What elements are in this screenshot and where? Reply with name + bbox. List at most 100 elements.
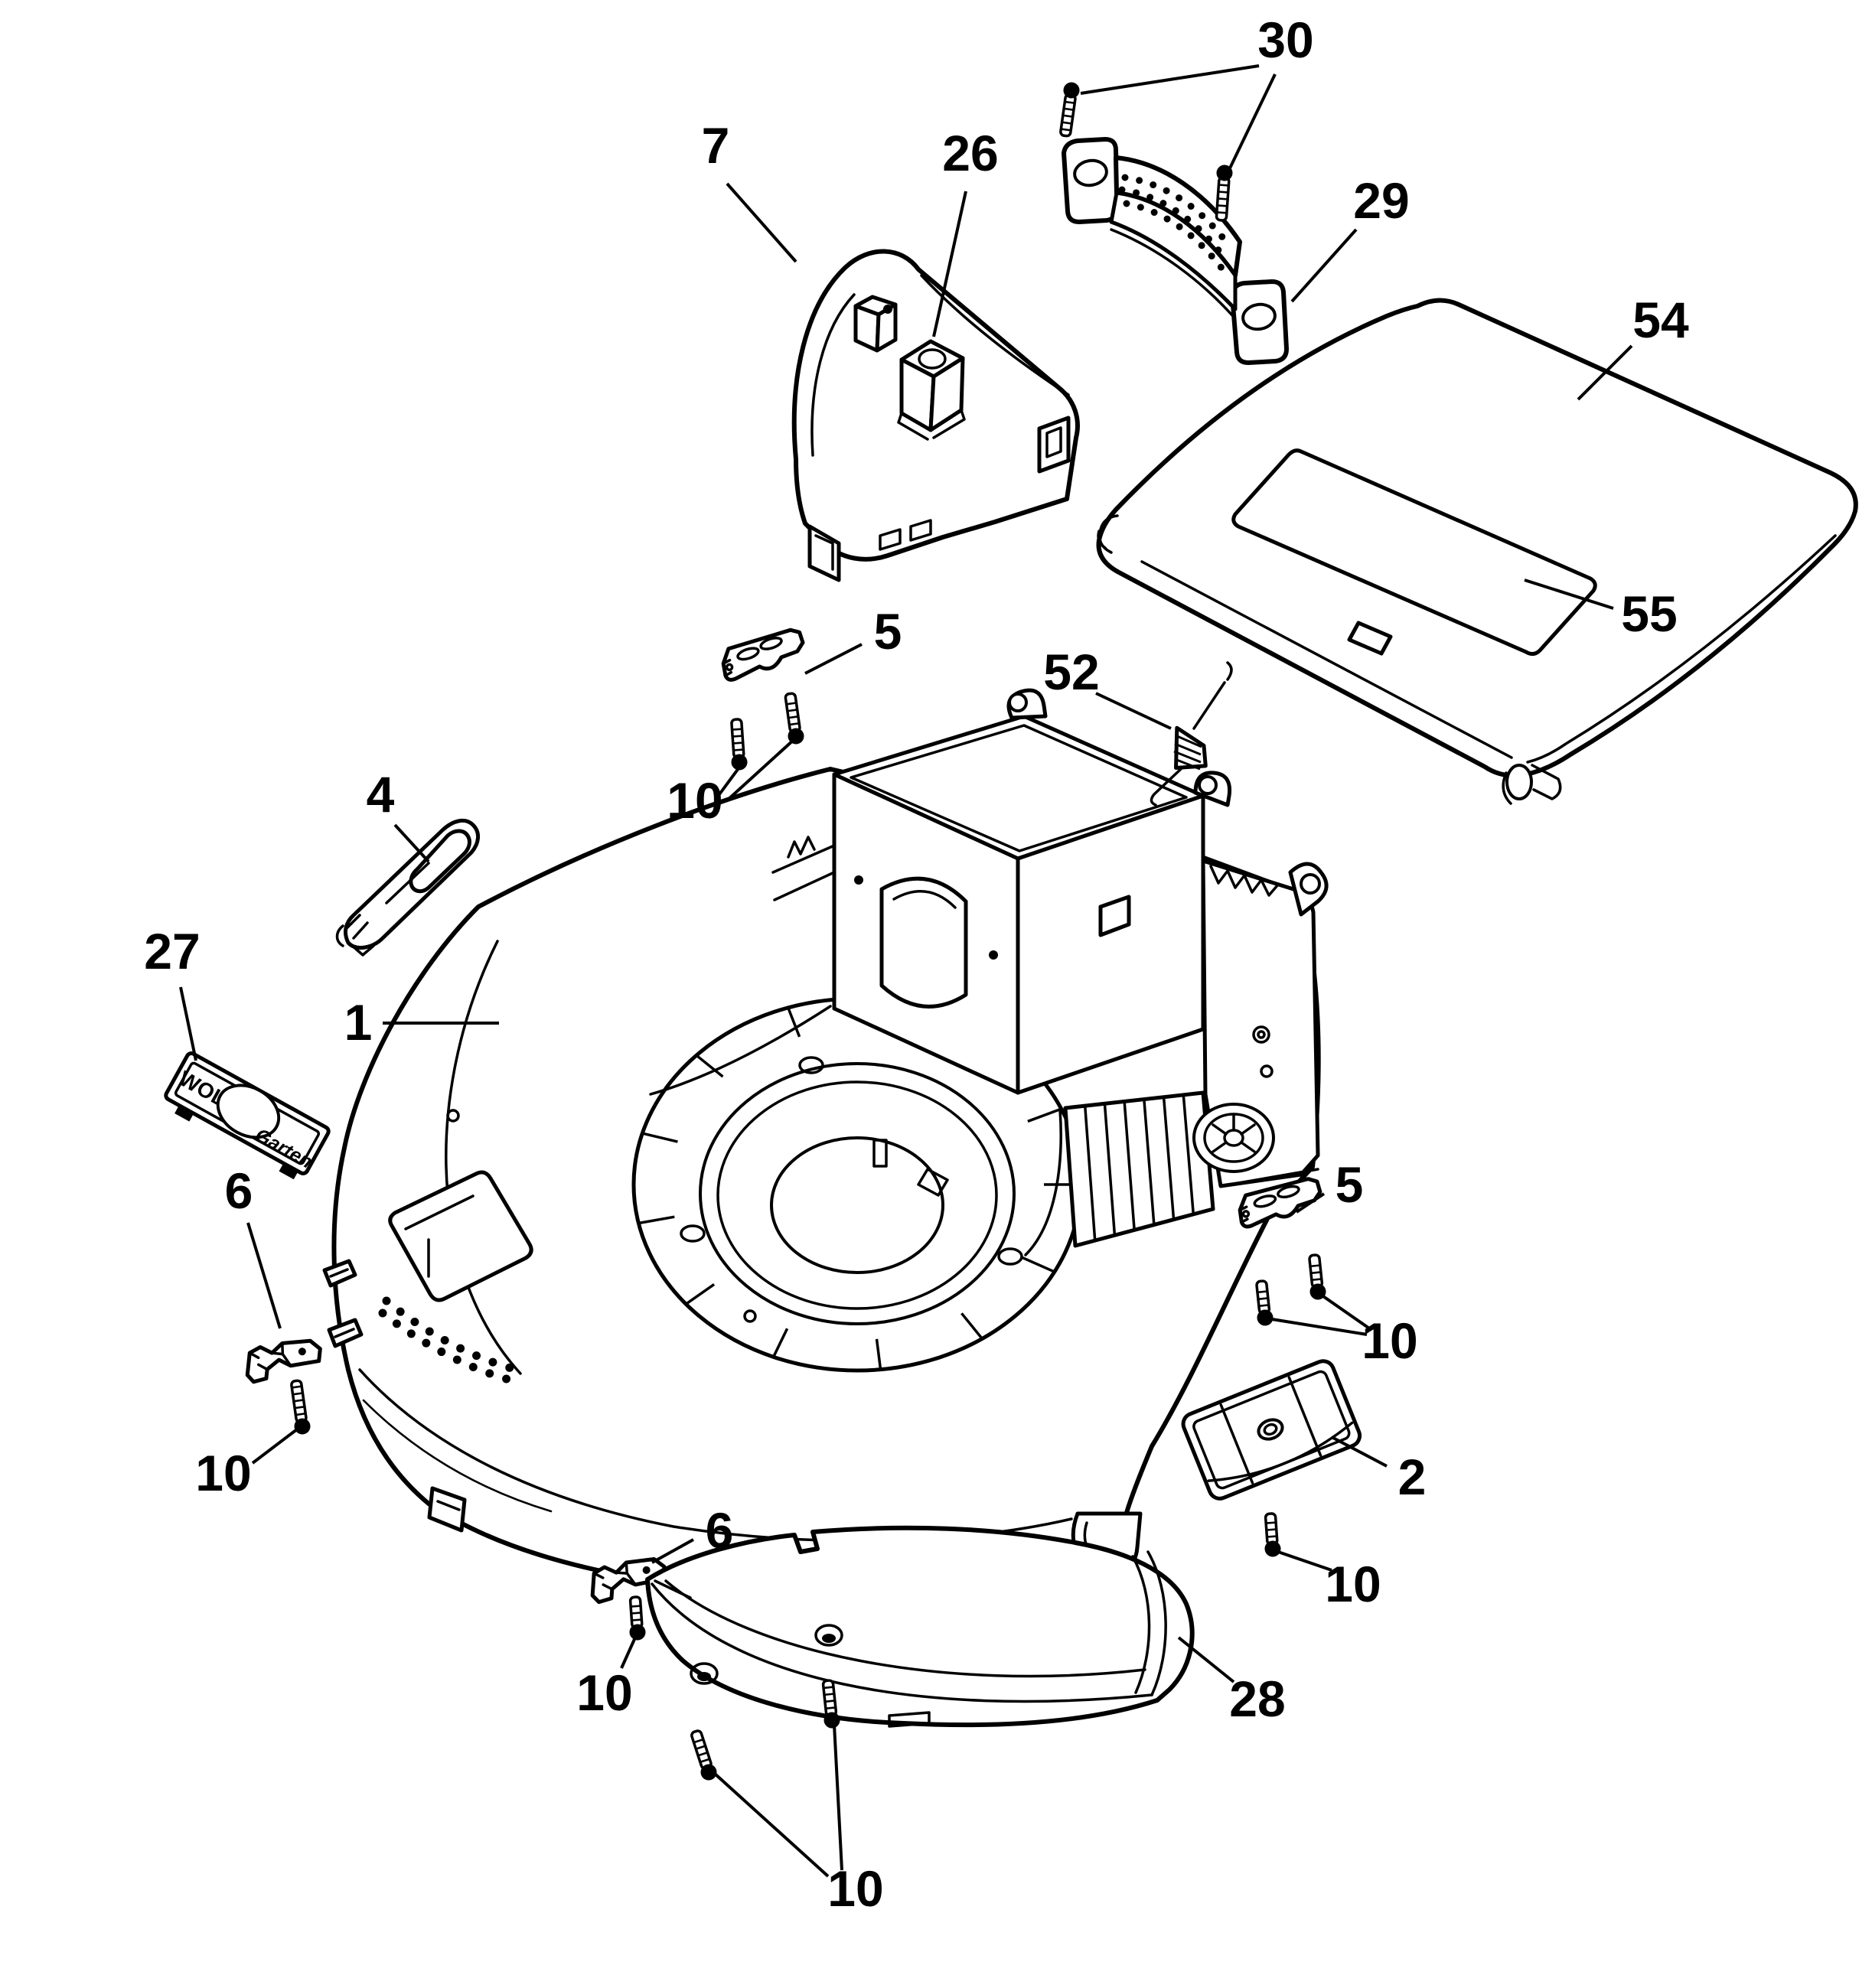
panel-rib (1083, 1106, 1097, 1241)
part-logo-badge: WOLF Garten (164, 1051, 331, 1180)
leader-line-27 (179, 986, 197, 1061)
handle-grip-dots-row3 (1123, 200, 1225, 272)
part-callout-10: 10 (195, 1445, 251, 1501)
deck-blade-dome (446, 996, 1083, 1373)
screws-layer (290, 82, 1326, 1781)
panel-rib (1182, 1094, 1195, 1215)
part-callout-10: 10 (667, 772, 722, 829)
dome-fin (1021, 1256, 1055, 1273)
dome-fin (875, 1338, 882, 1370)
dome-fin (638, 1215, 675, 1225)
handle-grip-dots-row1 (1121, 174, 1234, 252)
motor-cover-top-block (853, 295, 898, 353)
handle-grip-dots-row2 (1118, 186, 1230, 264)
leader-line-29 (1290, 228, 1358, 303)
leader-line-2 (1331, 1436, 1388, 1468)
callouts-layer: 30 7 26 29 54 55 52 5 10 4 27 1 6 10 5 10 2 10 6 10 28 10 (144, 11, 1689, 1917)
deck-hinge-panel (1192, 859, 1329, 1188)
part-callout-7: 7 (702, 117, 730, 174)
part-callout-10: 10 (827, 1860, 883, 1917)
screw-fastener (1255, 1279, 1274, 1326)
leader-line-28 (1177, 1636, 1235, 1683)
flap-label-area (1231, 448, 1597, 657)
screw-fastener (821, 1679, 840, 1729)
screw-fastener (690, 1729, 717, 1781)
part-callout-6: 6 (225, 1162, 253, 1219)
part-callout-10: 10 (1362, 1312, 1417, 1369)
dome-fin (695, 1054, 724, 1078)
screw-fastener (730, 718, 748, 771)
dome-fin (772, 1328, 789, 1358)
leader-line-5 (1295, 1192, 1326, 1214)
dome-fin (685, 1283, 716, 1305)
part-callout-10: 10 (1325, 1556, 1381, 1612)
deck-left-tabs (322, 1259, 467, 1533)
leader-line-10 (833, 1724, 843, 1871)
leader-line-5 (804, 643, 863, 675)
part-callout-1: 1 (344, 994, 373, 1051)
part-callout-4: 4 (367, 766, 395, 823)
leader-line-7 (726, 182, 797, 263)
part-callout-2: 2 (1398, 1449, 1427, 1505)
dome-fin (960, 1312, 983, 1340)
deck-coil-spring (1209, 865, 1280, 897)
leader-line-26 (932, 191, 967, 337)
part-callout-5: 5 (1336, 1156, 1364, 1213)
part-tension-spring (1150, 661, 1233, 807)
screw-fastener (784, 692, 804, 745)
panel-rib (1103, 1103, 1117, 1236)
deck-front-window (378, 1170, 533, 1386)
leader-line-6 (246, 1222, 282, 1329)
part-callout-29: 29 (1353, 172, 1409, 229)
panel-rib (1123, 1101, 1136, 1230)
panel-rib (1143, 1099, 1156, 1225)
screw-fastener (1264, 1512, 1281, 1557)
leader-line-30 (1080, 64, 1260, 95)
part-callout-10: 10 (576, 1664, 632, 1721)
screw-fastener (628, 1595, 646, 1641)
leader-line-10 (713, 1772, 830, 1878)
leader-line-55 (1524, 578, 1614, 610)
part-callout-26: 26 (942, 125, 998, 181)
screw-fastener (290, 1379, 311, 1435)
part-carry-handle (1062, 137, 1289, 365)
part-callout-54: 54 (1632, 292, 1689, 348)
part-callout-55: 55 (1621, 585, 1677, 642)
leader-line-10 (620, 1637, 637, 1669)
leader-line-10 (726, 738, 796, 802)
dome-fin (1027, 1107, 1062, 1123)
screw-fastener (1059, 82, 1080, 138)
deck-grip-dots-row2 (378, 1308, 519, 1386)
dome-fin (641, 1132, 678, 1143)
leader-line-10 (1277, 1550, 1332, 1572)
screw-fastener (1215, 165, 1233, 222)
part-deck-housing (322, 688, 1329, 1598)
screw-fastener (1308, 1253, 1326, 1300)
leader-line-10 (1271, 1318, 1368, 1336)
dome-fin (787, 1007, 801, 1038)
part-spacer-block (897, 339, 966, 441)
part-callout-27: 27 (144, 923, 200, 979)
leader-line-30 (1226, 73, 1277, 174)
part-callout-6: 6 (706, 1502, 734, 1559)
leader-line-54 (1577, 344, 1633, 401)
leader-line-6 (651, 1538, 694, 1564)
deck-ribbed-panel (1063, 1090, 1215, 1248)
part-clip-5-top (719, 628, 807, 681)
part-callout-30: 30 (1257, 11, 1313, 68)
leader-line-10 (718, 764, 742, 796)
part-callout-5: 5 (874, 603, 902, 660)
deck-grip-dots-row1 (382, 1296, 521, 1374)
part-callout-28: 28 (1229, 1670, 1285, 1727)
part-trim-strip (335, 818, 480, 957)
part-mulch-plug (1181, 1359, 1362, 1501)
part-callout-52: 52 (1043, 644, 1099, 700)
deck-rear-box (771, 688, 1232, 1095)
panel-rib (1162, 1097, 1176, 1220)
leader-line-10 (251, 1428, 298, 1465)
leader-line-52 (1095, 692, 1172, 730)
part-clip-6-upper (246, 1335, 321, 1388)
leader-line-10 (1319, 1293, 1373, 1331)
